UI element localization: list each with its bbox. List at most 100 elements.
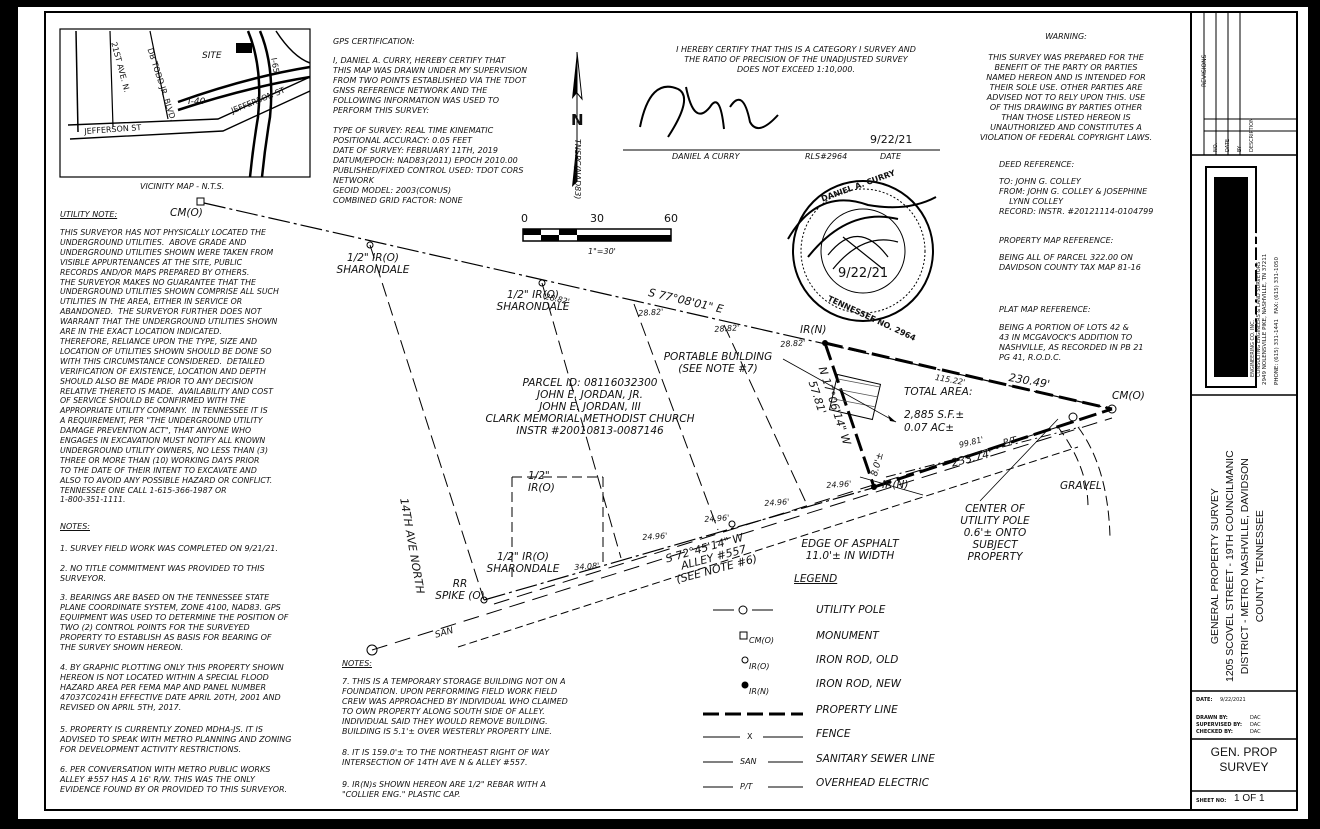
dist-south-3: 24.96' [704,513,730,524]
property-map-body: BEING ALL OF PARCEL 322.00 ON DAVIDSON C… [999,253,1141,272]
rev-col-date: DATE [1225,138,1231,152]
utility-pole-note: CENTER OF UTILITY POLE 0.6'± ONTO SUBJEC… [960,503,1030,563]
legend-symbol-fence: X [747,732,753,741]
gps-body: I, DANIEL A. CURRY, HEREBY CERTIFY THAT … [333,56,528,205]
site-plan [196,197,1117,656]
legend-symbol-ir-old: IR(O) [749,662,770,671]
supervised-by-value: DAC [1250,722,1261,728]
date-label: DATE: [1196,697,1213,703]
edge-of-asphalt-label: EDGE OF ASPHALT 11.0'± IN WIDTH [801,538,899,562]
legend-monument: MONUMENT [816,630,879,642]
total-area-label: TOTAL AREA: [904,386,973,398]
legend-sanitary-sewer: SANITARY SEWER LINE [816,753,935,765]
legend-symbols [703,605,803,788]
note-1: 1. SURVEY FIELD WORK WAS COMPLETED ON 9/… [60,544,278,553]
property-map-title: PROPERTY MAP REFERENCE: [999,236,1114,245]
plat-map-title: PLAT MAP REFERENCE: [999,305,1091,314]
notes-title: NOTES: [60,522,90,531]
gravel-label: GRAVEL [1060,480,1102,492]
sheet-no-label: SHEET NO: [1196,798,1227,804]
scale-bar [522,228,672,242]
deed-body: TO: JOHN G. COLLEY FROM: JOHN G. COLLEY … [999,177,1154,216]
legend-overhead-electric: OVERHEAD ELECTRIC [816,777,930,789]
iron-rod-1: 1/2" IR(O) SHARONDALE [336,252,410,276]
project-title: GENERAL PROPERTY SURVEY 1205 SCOVEL STRE… [1209,450,1266,682]
scale-tick-60: 60 [664,212,678,225]
iron-rod-new-top: IR(N) [800,324,827,336]
survey-drawing [59,11,1298,792]
company-address: 2949 NOLENSVILLE PIKE, NASHVILLE, TN 372… [1262,253,1268,385]
rev-col-no: NO. [1213,142,1219,152]
iron-rod-new-bottom: IR(N) [882,479,909,491]
certify-text: I HEREBY CERTIFY THAT THIS IS A CATEGORY… [676,45,916,74]
vicinity-map [59,28,311,178]
note-9: 9. IR(N)s SHOWN HEREON ARE 1/2" REBAR WI… [342,780,546,799]
legend-symbol-san: SAN [740,757,757,766]
dist-north-4: 28.82' [780,338,806,349]
note-7: 7. THIS IS A TEMPORARY STORAGE BUILDING … [342,677,568,736]
utility-note-title: UTILITY NOTE: [60,210,118,219]
legend-utility-pole: UTILITY POLE [816,604,886,616]
note-6: 6. PER CONVERSATION WITH METRO PUBLIC WO… [60,765,288,794]
dist-south-5: 24.96' [826,479,852,490]
note-4: 4. BY GRAPHIC PLOTTING ONLY THIS PROPERT… [60,663,284,712]
legend-fence: FENCE [816,728,851,740]
legend-title: LEGEND [794,573,838,585]
revisions-label: REVISIONS [1201,54,1208,87]
vicinity-label-i40: I-40 [188,97,206,107]
warning-title: WARNING: [1045,32,1087,41]
title-block [1190,11,1298,811]
supervised-by-label: SUPERVISED BY: [1196,722,1242,728]
dist-north-3: 28.82' [714,323,740,334]
sheet-no-value: 1 OF 1 [1234,793,1265,804]
note-8: 8. IT IS 159.0'± TO THE NORTHEAST RIGHT … [342,748,550,767]
company-phone: PHONE: (615) 331-1441 FAX: (615) 331-105… [1274,256,1280,385]
area-acres: 0.07 AC± [904,422,955,434]
deed-title: DEED REFERENCE: [999,160,1075,169]
dist-south-4: 24.96' [764,497,790,508]
surveyor-name: DANIEL A CURRY [672,152,740,161]
rev-col-description: DESCRIPTION [1249,118,1255,152]
rr-spike-label: RR SPIKE (O) [435,578,485,602]
parcel-label: PARCEL ID: 08116032300 JOHN E. JORDAN, J… [485,377,695,437]
scale-tick-0: 0 [521,212,528,225]
survey-sheet: SITE 21ST AVE. N. DB TODD JR. BLVD. I-40… [18,7,1308,819]
area-square-feet: 2,885 S.F.± [904,409,965,421]
portable-building-label: PORTABLE BUILDING (SEE NOTE #7) [663,351,773,375]
note-3: 3. BEARINGS ARE BASED ON THE TENNESSEE S… [60,593,289,652]
notes-mid-title: NOTES: [342,659,372,668]
checked-by-label: CHECKED BY: [1196,729,1233,735]
warning-body: THIS SURVEY WAS PREPARED FOR THE BENEFIT… [979,53,1153,142]
dist-south-1: 34.08' [574,561,600,572]
vicinity-label-site: SITE [202,51,222,61]
note-5: 5. PROPERTY IS CURRENTLY ZONED MDHA-JS. … [60,725,292,754]
legend-iron-rod-new: IRON ROD, NEW [816,678,902,690]
scale-tick-30: 30 [590,212,604,225]
cm-right-label: CM(O) [1112,390,1145,402]
dist-north-2: 28.82' [638,307,664,318]
iron-rod-3: 1/2" IR(O) [528,470,555,494]
dist-south-2: 24.96' [642,531,668,542]
checked-by-value: DAC [1250,729,1261,735]
drawn-by-label: DRAWN BY: [1196,715,1228,721]
rev-col-by: BY [1237,145,1243,152]
certify-date: 9/22/21 [870,133,913,146]
drawing-border [44,11,1298,811]
title-block-lines [1190,11,1298,792]
plat-map-body: BEING A PORTION OF LOTS 42 & 43 IN MCGAV… [999,323,1144,362]
certify-date-label: DATE [880,152,901,161]
gps-title: GPS CERTIFICATION: [333,37,415,46]
date-value: 9/22/2021 [1220,697,1246,703]
sheet-title: GEN. PROP SURVEY [1210,745,1278,774]
signature [639,85,779,138]
company-subtitle: ENGINEERING CO. INC. CONSULTING ENGINEER… [1250,261,1262,377]
legend-property-line: PROPERTY LINE [816,704,898,716]
surveyor-rls: RLS#2964 [805,152,848,161]
legend-symbol-pt: P/T [740,782,753,791]
north-arrow-icon [572,51,583,187]
utility-note-body: THIS SURVEYOR HAS NOT PHYSICALLY LOCATED… [60,228,279,505]
north-letter: N [571,111,584,129]
seal-date: 9/22/21 [838,266,889,281]
drawn-by-value: DAC [1250,715,1261,721]
surveyor-seal [787,180,937,322]
